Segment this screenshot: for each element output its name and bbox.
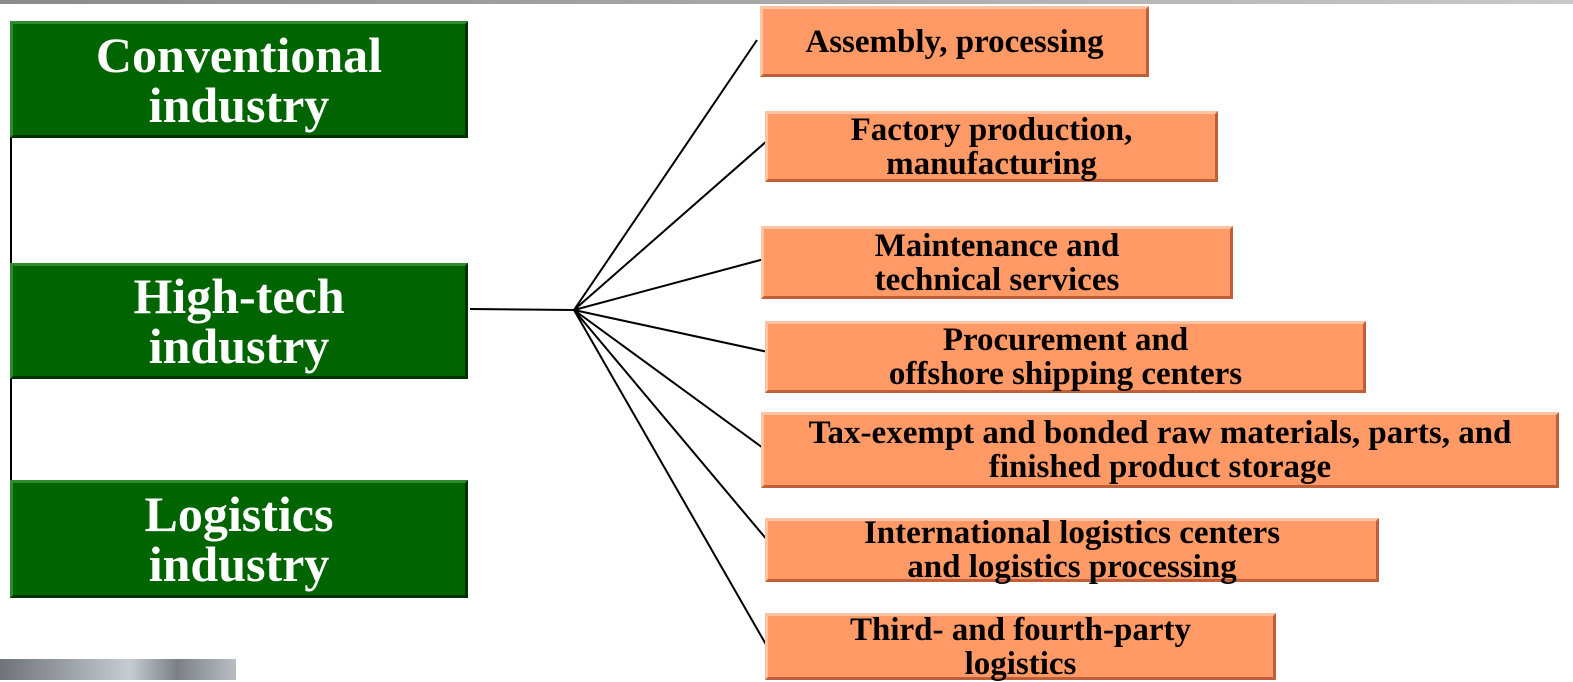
service-factory-box: Factory production, manufacturing bbox=[765, 111, 1218, 182]
branch-line-procurement bbox=[573, 309, 769, 353]
logistics-industry-box: Logistics industry bbox=[10, 480, 468, 598]
service-procurement-label: Procurement and offshore shipping center… bbox=[888, 322, 1243, 392]
service-maintenance-label: Maintenance and technical services bbox=[874, 227, 1120, 298]
top-border-bar bbox=[0, 0, 1573, 4]
service-international-box: International logistics centers and logi… bbox=[765, 515, 1379, 585]
branch-line-maintenance bbox=[573, 257, 769, 311]
branch-line-assembly bbox=[573, 39, 758, 311]
conventional-industry-label: Conventional industry bbox=[95, 26, 383, 133]
branch-line-third-party bbox=[573, 309, 769, 649]
high-tech-industry-box: High-tech industry bbox=[10, 263, 468, 379]
service-factory-label: Factory production, manufacturing bbox=[850, 111, 1133, 182]
service-international-label: International logistics centers and logi… bbox=[863, 515, 1281, 585]
high-tech-industry-label: High-tech industry bbox=[133, 268, 345, 374]
branch-line-factory bbox=[573, 139, 769, 311]
branch-line-storage bbox=[573, 309, 764, 449]
service-procurement-box: Procurement and offshore shipping center… bbox=[765, 321, 1366, 393]
service-storage-box: Tax-exempt and bonded raw materials, par… bbox=[761, 412, 1559, 488]
corner-photo-image bbox=[0, 659, 236, 680]
service-assembly-label: Assembly, processing bbox=[805, 23, 1104, 60]
service-third-party-label: Third- and fourth-party logistics bbox=[849, 611, 1192, 682]
logistics-industry-label: Logistics industry bbox=[144, 486, 334, 592]
service-storage-label: Tax-exempt and bonded raw materials, par… bbox=[808, 415, 1512, 485]
service-third-party-box: Third- and fourth-party logistics bbox=[765, 611, 1276, 682]
conventional-industry-box: Conventional industry bbox=[10, 21, 468, 138]
hub-stem-line bbox=[469, 308, 575, 311]
service-maintenance-box: Maintenance and technical services bbox=[761, 226, 1233, 299]
service-assembly-box: Assembly, processing bbox=[760, 6, 1149, 77]
branch-line-international bbox=[573, 309, 769, 542]
